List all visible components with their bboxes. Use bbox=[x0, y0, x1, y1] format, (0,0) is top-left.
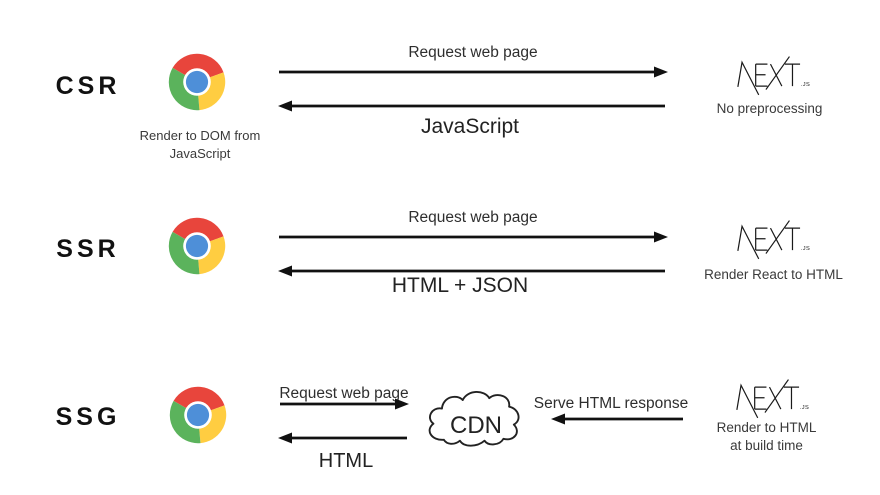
nextjs-logo: .JS bbox=[737, 220, 810, 260]
ssg-server-caption-line1: Render to HTML bbox=[716, 420, 817, 435]
csr-client-caption-line1: Render to DOM from bbox=[139, 128, 261, 143]
ssr-response-arrow bbox=[278, 265, 665, 277]
cdn-cloud-icon bbox=[428, 391, 520, 447]
ssg-server-caption: Render to HTML at build time bbox=[679, 419, 854, 455]
ssr-server-caption: Render React to HTML bbox=[704, 267, 843, 282]
ssg-serve-arrow bbox=[551, 413, 683, 425]
nextjs-logo-suffix: .JS bbox=[801, 246, 810, 252]
ssr-request-arrow bbox=[279, 231, 668, 243]
csr-client-caption-line2: JavaScript bbox=[169, 145, 231, 161]
chrome-browser-icon bbox=[168, 217, 226, 275]
csr-response-arrow bbox=[278, 100, 665, 112]
csr-client-caption: Render to DOM from JavaScript bbox=[120, 127, 280, 162]
ssg-request-arrow bbox=[280, 398, 409, 410]
ssg-serve-label: Serve HTML response bbox=[533, 395, 689, 412]
ssr-request-label: Request web page bbox=[408, 209, 538, 226]
ssr-response-label: HTML + JSON bbox=[391, 274, 529, 297]
ssg-response-arrow bbox=[278, 432, 407, 444]
ssg-response-label: HTML bbox=[318, 450, 374, 472]
ssg-label: SSG bbox=[55, 403, 121, 431]
csr-label: CSR bbox=[55, 72, 121, 100]
nextjs-logo: .JS bbox=[736, 379, 809, 419]
chrome-browser-icon bbox=[168, 53, 226, 111]
ssr-label: SSR bbox=[56, 235, 120, 263]
ssg-request-label: Request web page bbox=[279, 385, 409, 402]
csr-request-label: Request web page bbox=[408, 44, 538, 61]
csr-response-label: JavaScript bbox=[420, 115, 520, 138]
csr-request-arrow bbox=[279, 66, 668, 78]
nextjs-logo-suffix: .JS bbox=[801, 82, 810, 88]
chrome-browser-icon bbox=[169, 386, 227, 444]
cdn-label: CDN bbox=[450, 412, 502, 439]
ssg-server-caption-line2: at build time bbox=[730, 438, 803, 453]
csr-server-caption: No preprocessing bbox=[716, 101, 823, 116]
nextjs-logo-suffix: .JS bbox=[800, 405, 809, 411]
nextjs-logo: .JS bbox=[737, 56, 810, 96]
